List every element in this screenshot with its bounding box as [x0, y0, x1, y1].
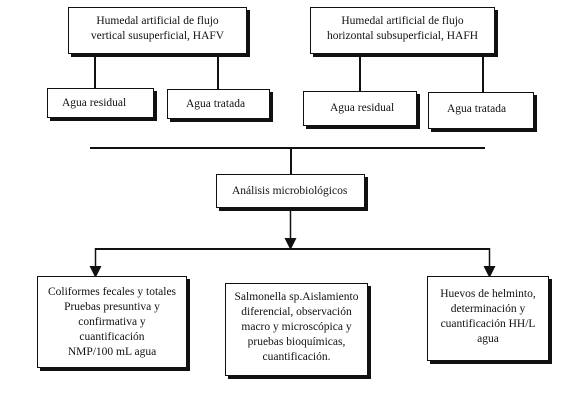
hafv-residual-box: Agua residual	[47, 88, 154, 118]
hafv-to-residual-line	[94, 55, 96, 88]
coliformes-label: Coliformes fecales y totales Pruebas pre…	[47, 286, 177, 358]
analisis-label: Análisis microbiológicos	[232, 185, 348, 197]
collector-line	[90, 147, 485, 149]
collector-to-analysis-line	[290, 147, 292, 174]
salmonella-box: Salmonella sp.Aislamiento diferencial, o…	[225, 283, 368, 376]
hafv-to-tratada-line	[217, 55, 219, 89]
hafv-box: Humedal artificial de flujo vertical sus…	[68, 7, 247, 54]
hafh-residual-label: Agua residual	[330, 102, 395, 114]
hafv-label: Humedal artificial de flujo vertical sus…	[90, 15, 225, 42]
huevos-label: Huevos de helminto, determinación y cuan…	[440, 288, 536, 345]
hafh-to-residual-line	[359, 55, 361, 91]
salmonella-label: Salmonella sp.Aislamiento diferencial, o…	[234, 291, 359, 363]
hafh-tratada-box: Agua tratada	[428, 92, 534, 129]
huevos-box: Huevos de helminto, determinación y cuan…	[427, 276, 549, 361]
hafv-residual-label: Agua residual	[62, 97, 127, 109]
hafh-tratada-label: Agua tratada	[447, 103, 507, 115]
analisis-box: Análisis microbiológicos	[216, 174, 365, 208]
hafh-box: Humedal artificial de flujo horizontal s…	[310, 7, 495, 54]
hafh-residual-box: Agua residual	[303, 91, 417, 126]
hafh-label: Humedal artificial de flujo horizontal s…	[326, 15, 479, 42]
hafh-to-tratada-line	[482, 55, 484, 92]
coliformes-box: Coliformes fecales y totales Pruebas pre…	[37, 276, 187, 368]
hafv-tratada-label: Agua tratada	[186, 98, 246, 110]
hafv-tratada-box: Agua tratada	[167, 89, 270, 119]
